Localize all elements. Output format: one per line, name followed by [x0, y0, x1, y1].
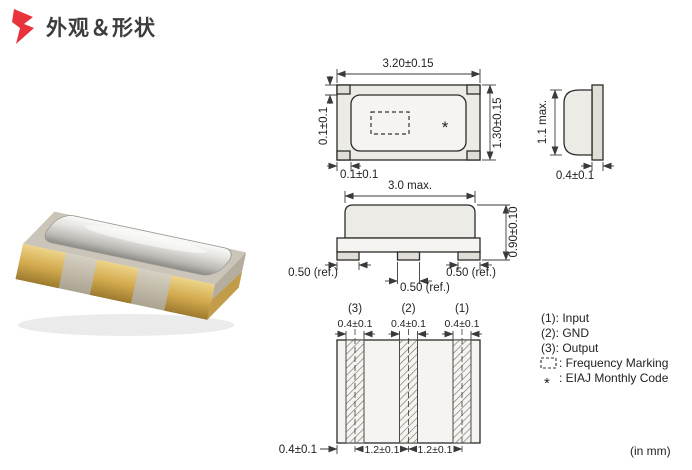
substrate-outline-front — [336, 237, 481, 253]
frequency-marking-legend-box — [540, 357, 557, 369]
top-height-dim: 1.30±0.15 — [492, 97, 504, 148]
terminal-left — [15, 243, 67, 289]
pad-width-dim-1: 0.4±0.1 — [445, 318, 480, 330]
section-marker-icon — [12, 9, 34, 44]
resonator-body — [15, 211, 247, 320]
page-title: 外观＆形状 — [46, 17, 156, 40]
end-terminal — [207, 271, 243, 320]
legend-pin3: (3): Output — [541, 341, 599, 355]
top-view: * 3.20±0.15 1.30±0.15 0.1±0.1 0.1±0.1 — [318, 58, 504, 181]
legend-pin2: (2): GND — [541, 326, 589, 340]
legend-pin1: (1): Input — [541, 311, 590, 325]
front-left-pad-dim: 0.50 (ref.) — [288, 267, 338, 279]
pad-front-left — [336, 251, 360, 261]
pad-label-3: (3) — [348, 303, 362, 315]
pad-width-dim-2: 0.4±0.1 — [391, 318, 426, 330]
corner-terminal — [466, 84, 481, 95]
front-width-dim: 3.0 max. — [388, 180, 432, 192]
front-height-dim: 0.90±0.10 — [508, 206, 520, 257]
side-width-dim: 0.4±0.1 — [556, 170, 594, 182]
substrate-outline-side — [591, 84, 604, 161]
top-width-dim: 3.20±0.15 — [382, 58, 433, 70]
legend: (1): Input (2): GND (3): Output : Freque… — [540, 311, 669, 392]
front-view: 3.0 max. 0.90±0.10 0.50 (ref.) 0.50 (ref… — [288, 180, 520, 294]
pad-bottom-1 — [452, 339, 472, 444]
pad-label-2: (2) — [401, 303, 415, 315]
corner-dim-bottom: 0.1±0.1 — [340, 169, 378, 181]
corner-terminal — [336, 84, 351, 95]
pad-bottom-2 — [399, 339, 418, 444]
corner-dim-left: 0.1±0.1 — [318, 107, 330, 145]
side-view: 1.1 max. 0.4±0.1 — [537, 84, 614, 182]
lid-highlight — [84, 225, 207, 253]
monthly-code-asterisk: * — [442, 118, 449, 137]
pad-bottom-3 — [345, 339, 365, 444]
side-height-dim: 1.1 max. — [537, 100, 549, 144]
pad-front-center — [396, 251, 421, 261]
bottom-view-dim-lines — [335, 330, 482, 340]
side-view-dim-lines — [550, 89, 614, 171]
front-right-pad-dim: 0.50 (ref.) — [446, 267, 496, 279]
legend-monthly-code: : EIAJ Monthly Code — [559, 371, 669, 385]
pad-label-1: (1) — [455, 303, 469, 315]
edge-to-pad-dim: 0.4±0.1 — [279, 444, 317, 456]
legend-monthly-code-star: * — [544, 375, 550, 392]
component-photo — [15, 211, 247, 336]
pitch-dim-right: 1.2±0.1 — [418, 444, 453, 456]
frequency-marking-box — [370, 111, 410, 135]
terminal-center — [89, 259, 139, 304]
corner-terminal — [466, 150, 481, 161]
terminal-right — [164, 275, 215, 320]
pitch-dim-left: 1.2±0.1 — [365, 444, 400, 456]
section-header: 外观＆形状 — [10, 8, 156, 46]
lid-outline-side — [563, 89, 593, 156]
lid-outline-front — [344, 204, 476, 239]
bottom-view: (3) (2) (1) 0.4±0.1 0.4±0.1 0.4±0.1 — [279, 303, 482, 456]
corner-terminal — [336, 150, 351, 161]
pad-width-dim-3: 0.4±0.1 — [338, 318, 373, 330]
photo-shadow — [18, 314, 234, 336]
front-center-pad-dim: 0.50 (ref.) — [400, 282, 450, 294]
pad-front-right — [457, 251, 481, 261]
legend-frequency-marking: : Frequency Marking — [559, 356, 668, 370]
front-view-dim-lines — [325, 191, 510, 285]
bottom-pitch-dim-lines — [320, 444, 463, 455]
unit-note: (in mm) — [630, 444, 671, 458]
